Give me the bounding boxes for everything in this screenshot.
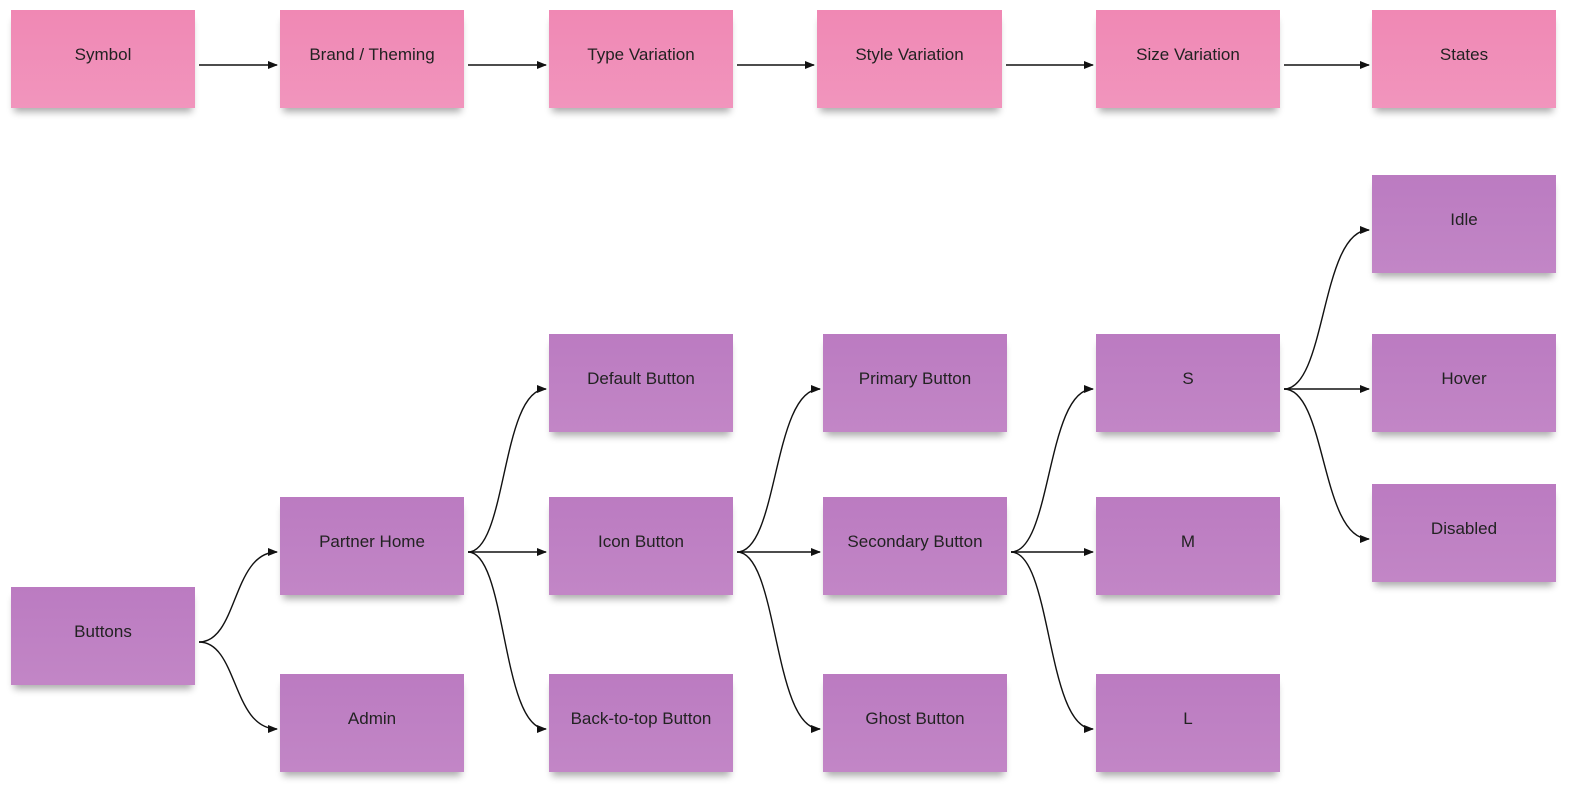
size-note-m[interactable]: M	[1096, 497, 1280, 595]
header-note-size-variation[interactable]: Size Variation	[1096, 10, 1280, 108]
style-note-secondary-button[interactable]: Secondary Button	[823, 497, 1007, 595]
header-note-label: Brand / Theming	[309, 45, 435, 64]
size-note-label: M	[1180, 532, 1196, 551]
symbol-note-buttons[interactable]: Buttons	[11, 587, 195, 685]
connector-arrow-type-1-to-style-0	[736, 385, 821, 553]
header-note-label: Style Variation	[855, 45, 964, 64]
type-note-label: Back-to-top Button	[570, 709, 712, 728]
state-note-hover[interactable]: Hover	[1372, 334, 1556, 432]
header-note-brand-theming[interactable]: Brand / Theming	[280, 10, 464, 108]
state-note-label: Disabled	[1430, 519, 1498, 538]
style-note-label: Secondary Button	[847, 532, 983, 551]
header-note-states[interactable]: States	[1372, 10, 1556, 108]
connector-arrow-type-1-to-style-2	[736, 551, 821, 733]
style-note-primary-button[interactable]: Primary Button	[823, 334, 1007, 432]
connector-arrow-brand-0-to-type-0	[467, 385, 547, 553]
brand-note-admin[interactable]: Admin	[280, 674, 464, 772]
connector-arrow-size-0-to-state-0	[1283, 226, 1370, 390]
connector-arrow-symbol-to-brand-1	[198, 641, 278, 733]
size-note-label: S	[1182, 369, 1194, 388]
state-note-disabled[interactable]: Disabled	[1372, 484, 1556, 582]
header-note-label: States	[1439, 45, 1489, 64]
type-note-back-to-top-button[interactable]: Back-to-top Button	[549, 674, 733, 772]
state-note-idle[interactable]: Idle	[1372, 175, 1556, 273]
state-note-label: Idle	[1450, 210, 1478, 229]
connector-arrow-style-1-to-size-2	[1010, 551, 1094, 733]
connector-arrow-style-1-to-size-0	[1010, 385, 1094, 553]
header-note-type-variation[interactable]: Type Variation	[549, 10, 733, 108]
type-note-icon-button[interactable]: Icon Button	[549, 497, 733, 595]
size-note-l[interactable]: L	[1096, 674, 1280, 772]
type-note-default-button[interactable]: Default Button	[549, 334, 733, 432]
connector-arrow-size-0-to-state-2	[1283, 388, 1370, 543]
header-note-label: Symbol	[74, 45, 132, 64]
size-note-label: L	[1183, 709, 1193, 728]
size-note-s[interactable]: S	[1096, 334, 1280, 432]
state-note-label: Hover	[1441, 369, 1487, 388]
style-note-ghost-button[interactable]: Ghost Button	[823, 674, 1007, 772]
type-note-label: Icon Button	[597, 532, 684, 551]
brand-note-label: Admin	[347, 709, 397, 728]
type-note-label: Default Button	[587, 369, 695, 388]
brand-note-partner-home[interactable]: Partner Home	[280, 497, 464, 595]
header-note-label: Type Variation	[587, 45, 695, 64]
header-note-label: Size Variation	[1136, 45, 1240, 64]
header-note-style-variation[interactable]: Style Variation	[817, 10, 1002, 108]
style-note-label: Primary Button	[858, 369, 972, 388]
style-note-label: Ghost Button	[865, 709, 965, 728]
header-note-symbol[interactable]: Symbol	[11, 10, 195, 108]
connector-arrow-brand-0-to-type-2	[467, 551, 547, 733]
symbol-note-label: Buttons	[74, 622, 132, 641]
brand-note-label: Partner Home	[319, 532, 425, 551]
connector-arrow-symbol-to-brand-0	[198, 548, 278, 643]
